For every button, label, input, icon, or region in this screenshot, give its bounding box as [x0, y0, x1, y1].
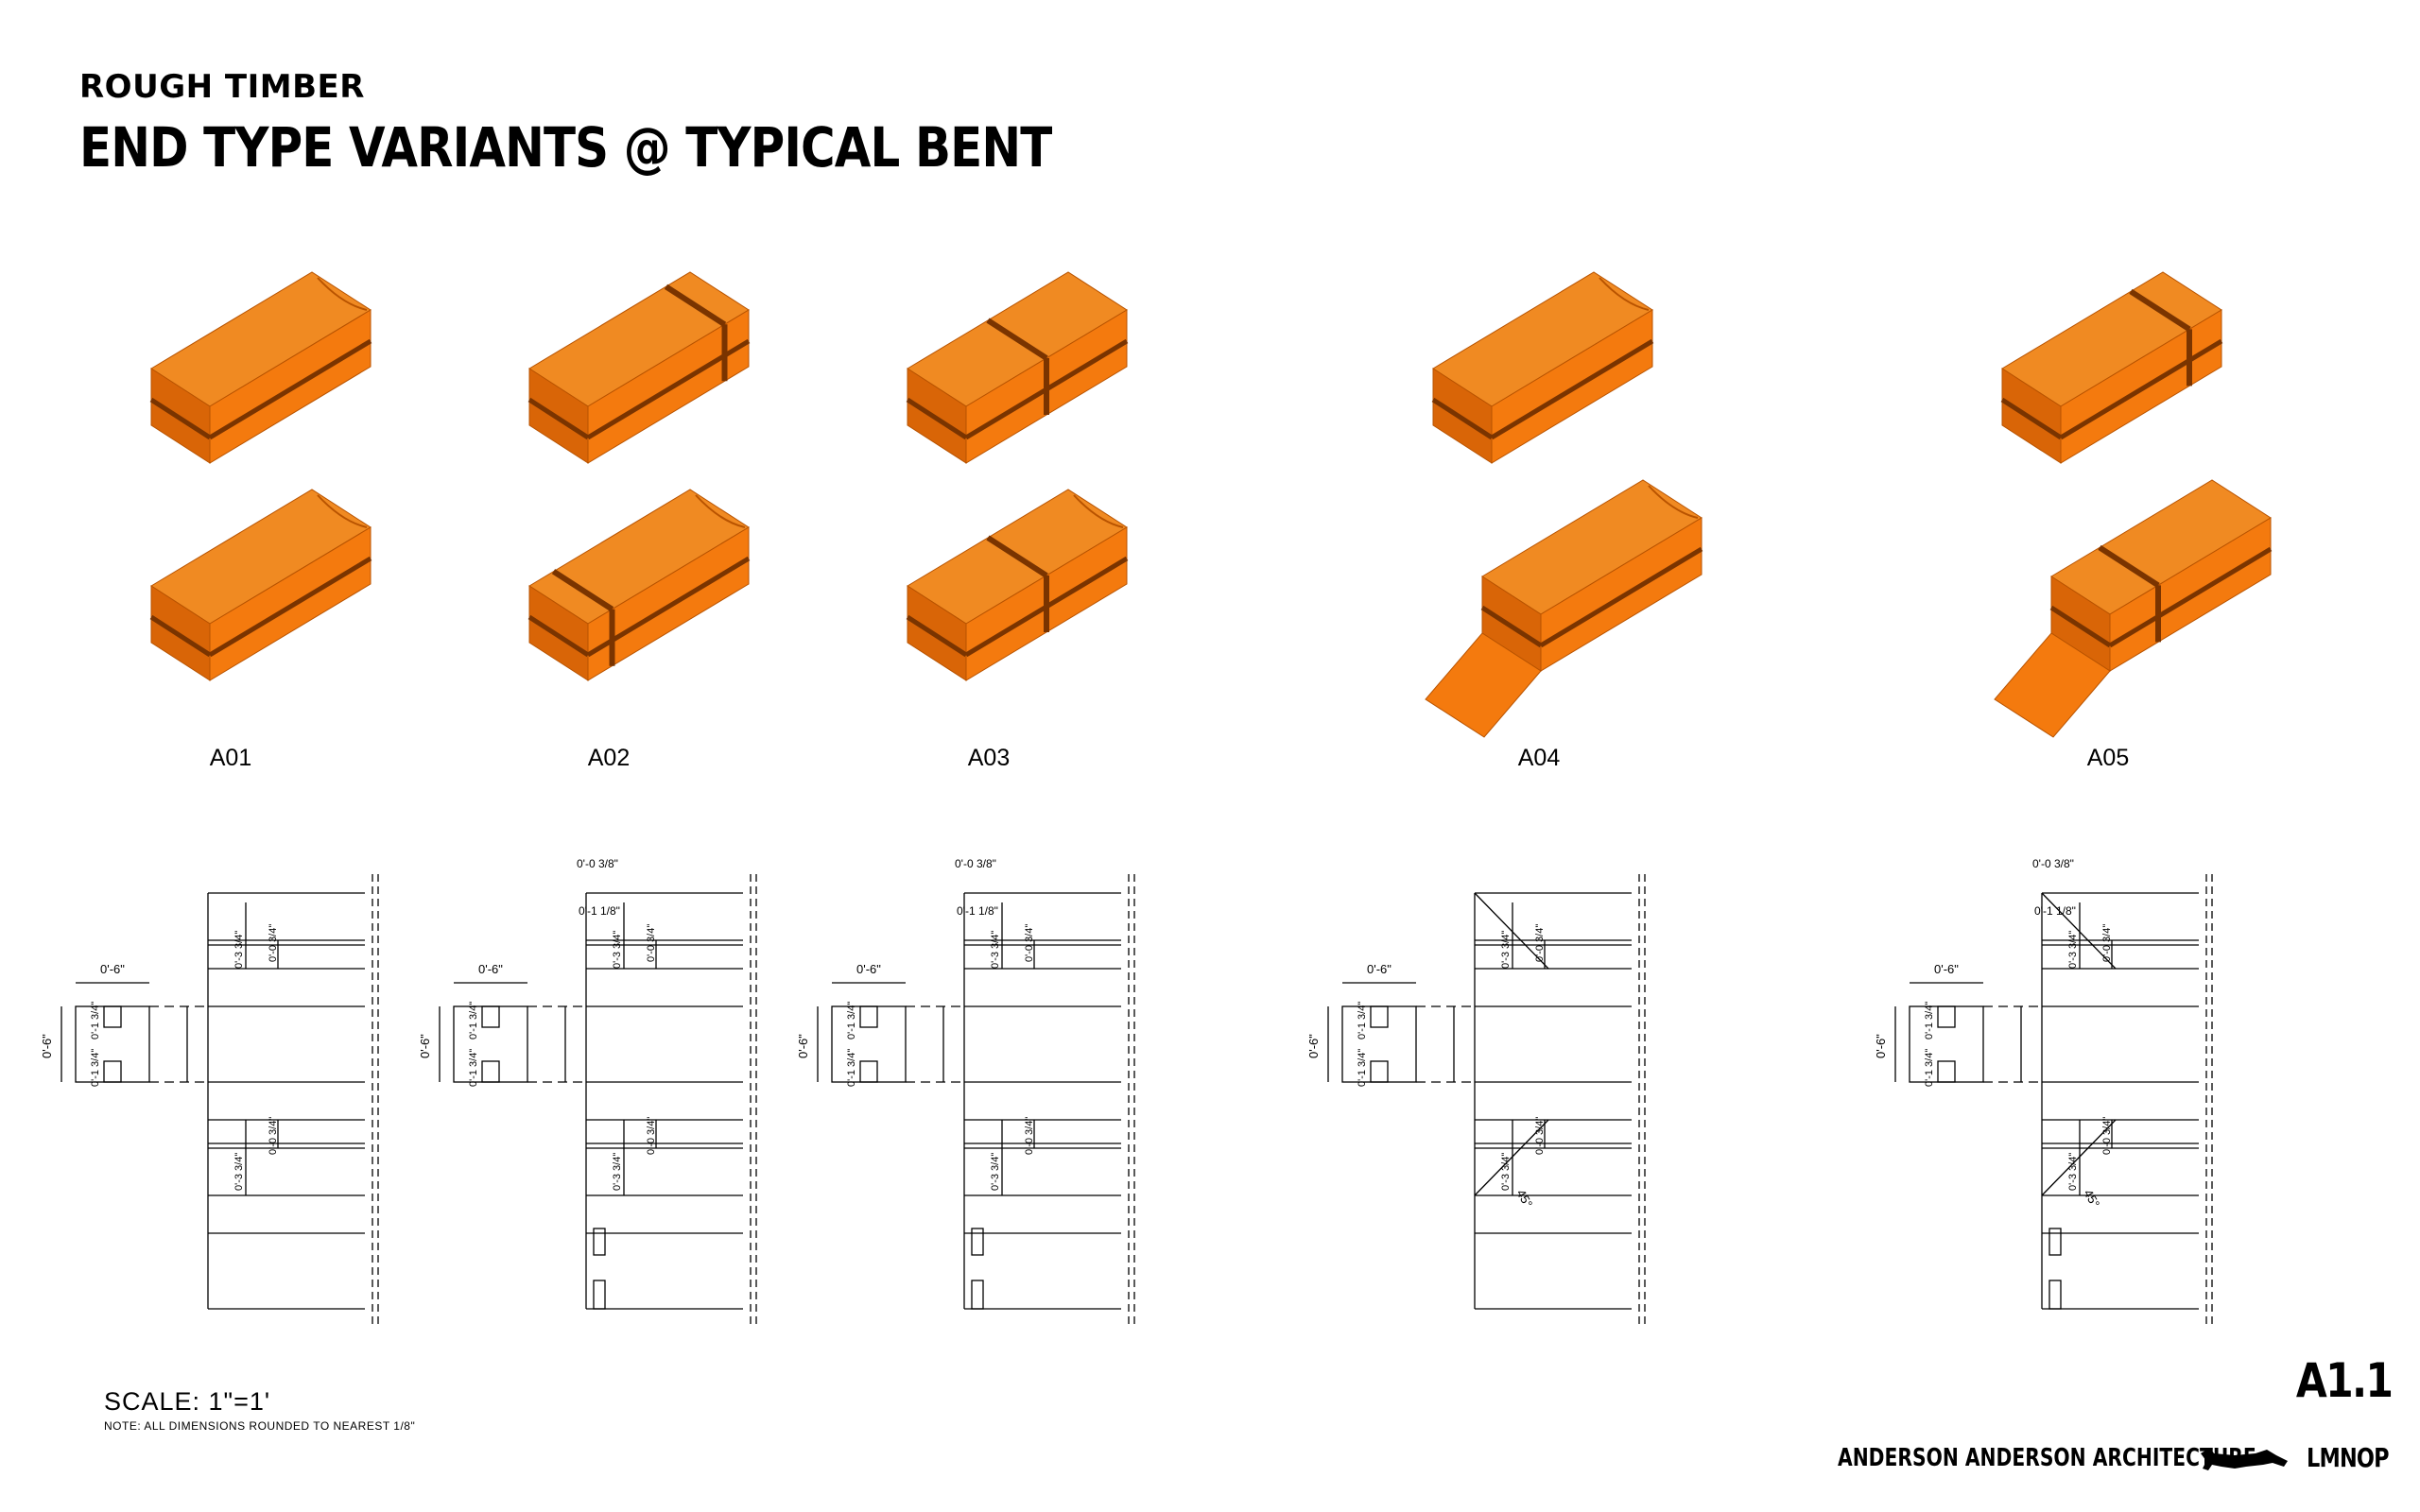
dim-top-notch-label: 0'-0 3/8" [955, 857, 996, 870]
variant-label-a02: A02 [587, 745, 631, 771]
plan-section [75, 1005, 150, 1083]
dim-top-offset-label: 0'-1 1/8" [579, 904, 620, 918]
dim-half-depth-label: 0'-3 3/4" [2067, 931, 2079, 969]
dim-slot-label: 0'-0 3/4" [646, 924, 657, 962]
sheet-title: END TYPE VARIANTS @ TYPICAL BENT [79, 115, 1052, 180]
plan-section [1341, 1005, 1417, 1083]
dim-top-notch-label: 0'-0 3/8" [2032, 857, 2074, 870]
dim-half-depth-label: 0'-3 3/4" [1500, 931, 1512, 969]
block-a05-bottom [1994, 479, 2273, 738]
dimension-note: NOTE: ALL DIMENSIONS ROUNDED TO NEAREST … [104, 1419, 416, 1433]
dim-angle-label: 45° [2081, 1187, 2102, 1211]
dim-half-depth-label: 0'-3 3/4" [233, 1153, 245, 1191]
dim-half-depth-label: 0'-3 3/4" [233, 931, 245, 969]
dim-half-depth-label: 0'-3 3/4" [990, 931, 1001, 969]
dim-top-offset-label: 0'-1 1/8" [957, 904, 998, 918]
dim-slot-label: 0'-0 3/4" [646, 1117, 657, 1155]
block-a01-top [149, 271, 372, 464]
dim-height-label: 0'-6" [1306, 1034, 1321, 1058]
variant-label-a03: A03 [967, 745, 1011, 771]
variant-label-a05: A05 [2086, 745, 2130, 771]
dim-angle-label: 45° [1513, 1187, 1535, 1211]
dog-logo-icon [2201, 1448, 2288, 1470]
dim-tenon-label: 0'-1 3/4" [1357, 1049, 1368, 1087]
dim-tenon-label: 0'-1 3/4" [468, 1002, 479, 1040]
plan-section [831, 1005, 907, 1083]
dim-tenon-label: 0'-1 3/4" [1924, 1049, 1935, 1087]
plan-section [1909, 1005, 1984, 1083]
dim-half-depth-label: 0'-3 3/4" [612, 931, 623, 969]
dim-slot-label: 0'-0 3/4" [1024, 924, 1035, 962]
dim-tenon-label: 0'-1 3/4" [846, 1002, 857, 1040]
dim-slot-label: 0'-0 3/4" [1024, 1117, 1035, 1155]
dim-width-label: 0'-6" [856, 962, 881, 976]
sheet-number: A1.1 [2295, 1353, 2394, 1408]
dim-slot-label: 0'-0 3/4" [268, 1117, 279, 1155]
block-a04-top [1431, 271, 1654, 464]
plan-a03: 0'-6" 0'-6" 0'-1 3/4" 0'-1 3/4" 0'-3 3/4" 0'-… [796, 857, 1135, 1328]
isometric-blocks-group [149, 271, 2273, 738]
dim-height-label: 0'-6" [1874, 1034, 1888, 1058]
plan-drawings-group: 0'-6" 0'-6" 0'-1 3/4" 0'-1 3/4" 0'-3 3/4" 0'-… [40, 857, 2213, 1328]
dim-width-label: 0'-6" [1367, 962, 1392, 976]
block-a02-top [527, 271, 751, 464]
plan-a04: 0'-6" 0'-6" 0'-1 3/4" 0'-1 3/4" 0'-3 3/4" 0'-… [1306, 874, 1646, 1328]
dim-half-depth-label: 0'-3 3/4" [1500, 1153, 1512, 1191]
dim-slot-label: 0'-0 3/4" [2101, 924, 2113, 962]
sheet-subtitle: ROUGH TIMBER [79, 68, 365, 106]
plan-a02: 0'-6" 0'-6" 0'-1 3/4" 0'-1 3/4" 0'-3 3/4" 0'-… [418, 857, 757, 1328]
block-a04-bottom [1425, 479, 1703, 738]
dim-height-label: 0'-6" [418, 1034, 432, 1058]
dim-top-offset-label: 0'-1 1/8" [2034, 904, 2076, 918]
dim-height-label: 0'-6" [796, 1034, 810, 1058]
dim-height-label: 0'-6" [40, 1034, 54, 1058]
block-a03-bottom [906, 489, 1129, 681]
dim-width-label: 0'-6" [100, 962, 125, 976]
dim-width-label: 0'-6" [1934, 962, 1959, 976]
block-a03-top [906, 271, 1129, 464]
variant-label-a01: A01 [209, 745, 252, 771]
dim-tenon-label: 0'-1 3/4" [846, 1049, 857, 1087]
dim-tenon-label: 0'-1 3/4" [468, 1049, 479, 1087]
dim-top-notch-label: 0'-0 3/8" [577, 857, 618, 870]
firm-name: ANDERSON ANDERSON ARCHITECTURE [1838, 1444, 2256, 1472]
dim-half-depth-label: 0'-3 3/4" [2067, 1153, 2079, 1191]
dim-slot-label: 0'-0 3/4" [1534, 1117, 1546, 1155]
plan-section [453, 1005, 528, 1083]
block-a01-bottom [149, 489, 372, 681]
dim-slot-label: 0'-0 3/4" [2101, 1117, 2113, 1155]
block-a05-top [2000, 271, 2223, 464]
dim-tenon-label: 0'-1 3/4" [90, 1002, 101, 1040]
variant-label-a04: A04 [1517, 745, 1561, 771]
plan-a01: 0'-6" 0'-6" 0'-1 3/4" 0'-1 3/4" 0'-3 3/4" 0'-… [40, 874, 379, 1328]
plan-a05: 0'-6" 0'-6" 0'-1 3/4" 0'-1 3/4" 0'-3 3/4" 0'-… [1874, 857, 2213, 1328]
partner-logo: LMNOP [2307, 1442, 2390, 1473]
dim-tenon-label: 0'-1 3/4" [1357, 1002, 1368, 1040]
dim-tenon-label: 0'-1 3/4" [90, 1049, 101, 1087]
dim-slot-label: 0'-0 3/4" [268, 924, 279, 962]
scale-label: SCALE: 1"=1' [104, 1387, 271, 1416]
dim-tenon-label: 0'-1 3/4" [1924, 1002, 1935, 1040]
block-a02-bottom [527, 489, 751, 681]
dim-half-depth-label: 0'-3 3/4" [612, 1153, 623, 1191]
dim-width-label: 0'-6" [478, 962, 503, 976]
dim-slot-label: 0'-0 3/4" [1534, 924, 1546, 962]
dim-half-depth-label: 0'-3 3/4" [990, 1153, 1001, 1191]
